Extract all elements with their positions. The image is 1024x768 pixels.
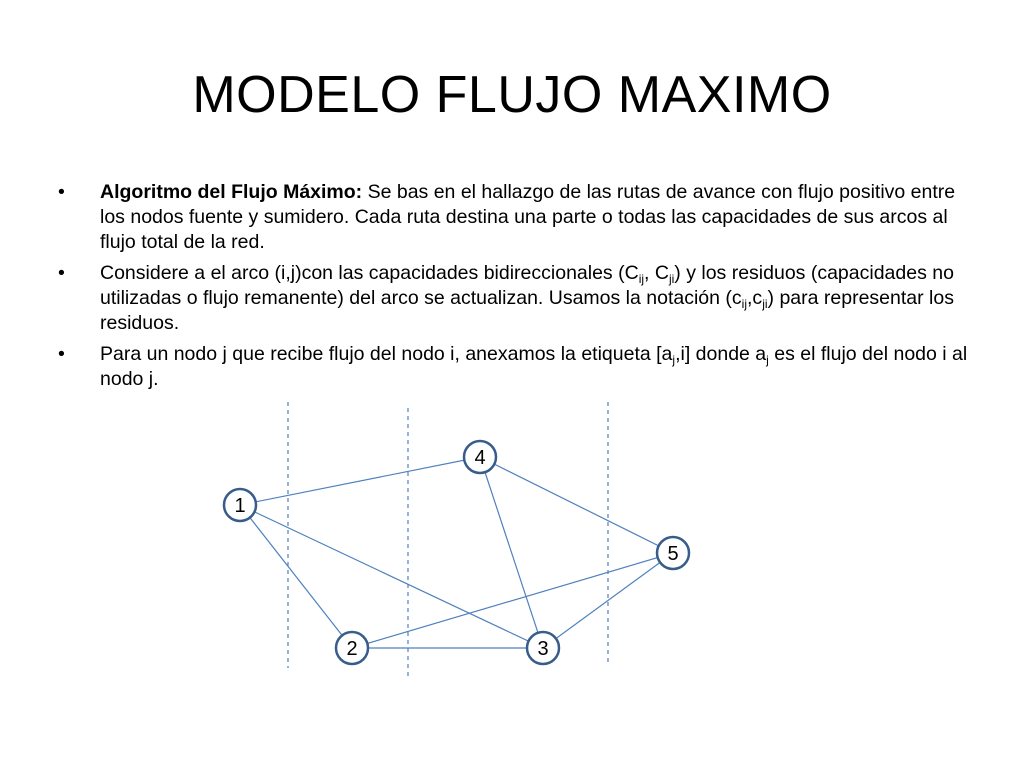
bullet-text-part: Para un nodo j que recibe flujo del nodo… [100, 343, 673, 365]
bullet-list: • Algoritmo del Flujo Máximo: Se bas en … [56, 180, 976, 398]
bullet-item-algorithm: • Algoritmo del Flujo Máximo: Se bas en … [56, 180, 976, 255]
subscript: j [672, 353, 676, 367]
node-label: 2 [346, 638, 357, 660]
bullet-marker: • [58, 181, 65, 203]
subscript: ij [638, 272, 645, 286]
node-circle [525, 630, 561, 666]
bullet-text-part: ,c [747, 287, 763, 309]
node-label: 3 [537, 638, 548, 660]
edge-4-5 [479, 456, 674, 554]
edge-2-5 [351, 552, 674, 649]
subscript: ij [741, 297, 748, 311]
bullet-text-part: es el flujo del nodo i al nodo j. [100, 343, 968, 390]
node-label: 4 [474, 447, 485, 469]
bullet-text-part: ) para representar los residuos. [100, 287, 954, 334]
node-circle [334, 630, 370, 666]
cut-lines [287, 402, 609, 678]
node-circle [655, 535, 691, 571]
subscript: j [766, 353, 769, 367]
bullet-text: Se bas en el hallazgo de las rutas de av… [100, 181, 956, 253]
node-circle [222, 487, 258, 523]
node-4: 4 [462, 439, 498, 475]
bullet-bold-lead: Algoritmo del Flujo Máximo: [100, 181, 363, 203]
bullet-text-part: ) y los residuos (capacidades no utiliza… [100, 262, 954, 309]
node-circle [462, 439, 498, 475]
bullet-text-part: ,i] donde a [675, 343, 767, 365]
bullet-item-capacities: • Considere a el arco (i,j)con las capac… [56, 261, 976, 336]
subscript: ji [668, 272, 675, 286]
node-3: 3 [525, 630, 561, 666]
bullet-item-labeling: • Para un nodo j que recibe flujo del no… [56, 342, 976, 392]
edge-4-3 [479, 456, 544, 649]
node-5: 5 [655, 535, 691, 571]
edge-1-3 [239, 504, 544, 649]
node-1: 1 [222, 487, 258, 523]
bullet-text-part: Considere a el arco (i,j)con las capacid… [100, 262, 639, 284]
bullet-marker: • [58, 262, 65, 284]
bullet-marker: • [58, 343, 65, 365]
subscript: ji [762, 297, 768, 311]
edge-1-4 [239, 456, 481, 506]
edges [239, 456, 674, 649]
nodes: 1 2 3 4 5 [222, 439, 691, 666]
node-2: 2 [334, 630, 370, 666]
edge-1-2 [239, 504, 353, 649]
bullet-text-part: , C [644, 262, 669, 284]
node-label: 5 [667, 543, 678, 565]
slide-title: MODELO FLUJO MAXIMO [192, 66, 832, 124]
edge-3-5 [542, 552, 674, 649]
node-label: 1 [234, 495, 245, 517]
